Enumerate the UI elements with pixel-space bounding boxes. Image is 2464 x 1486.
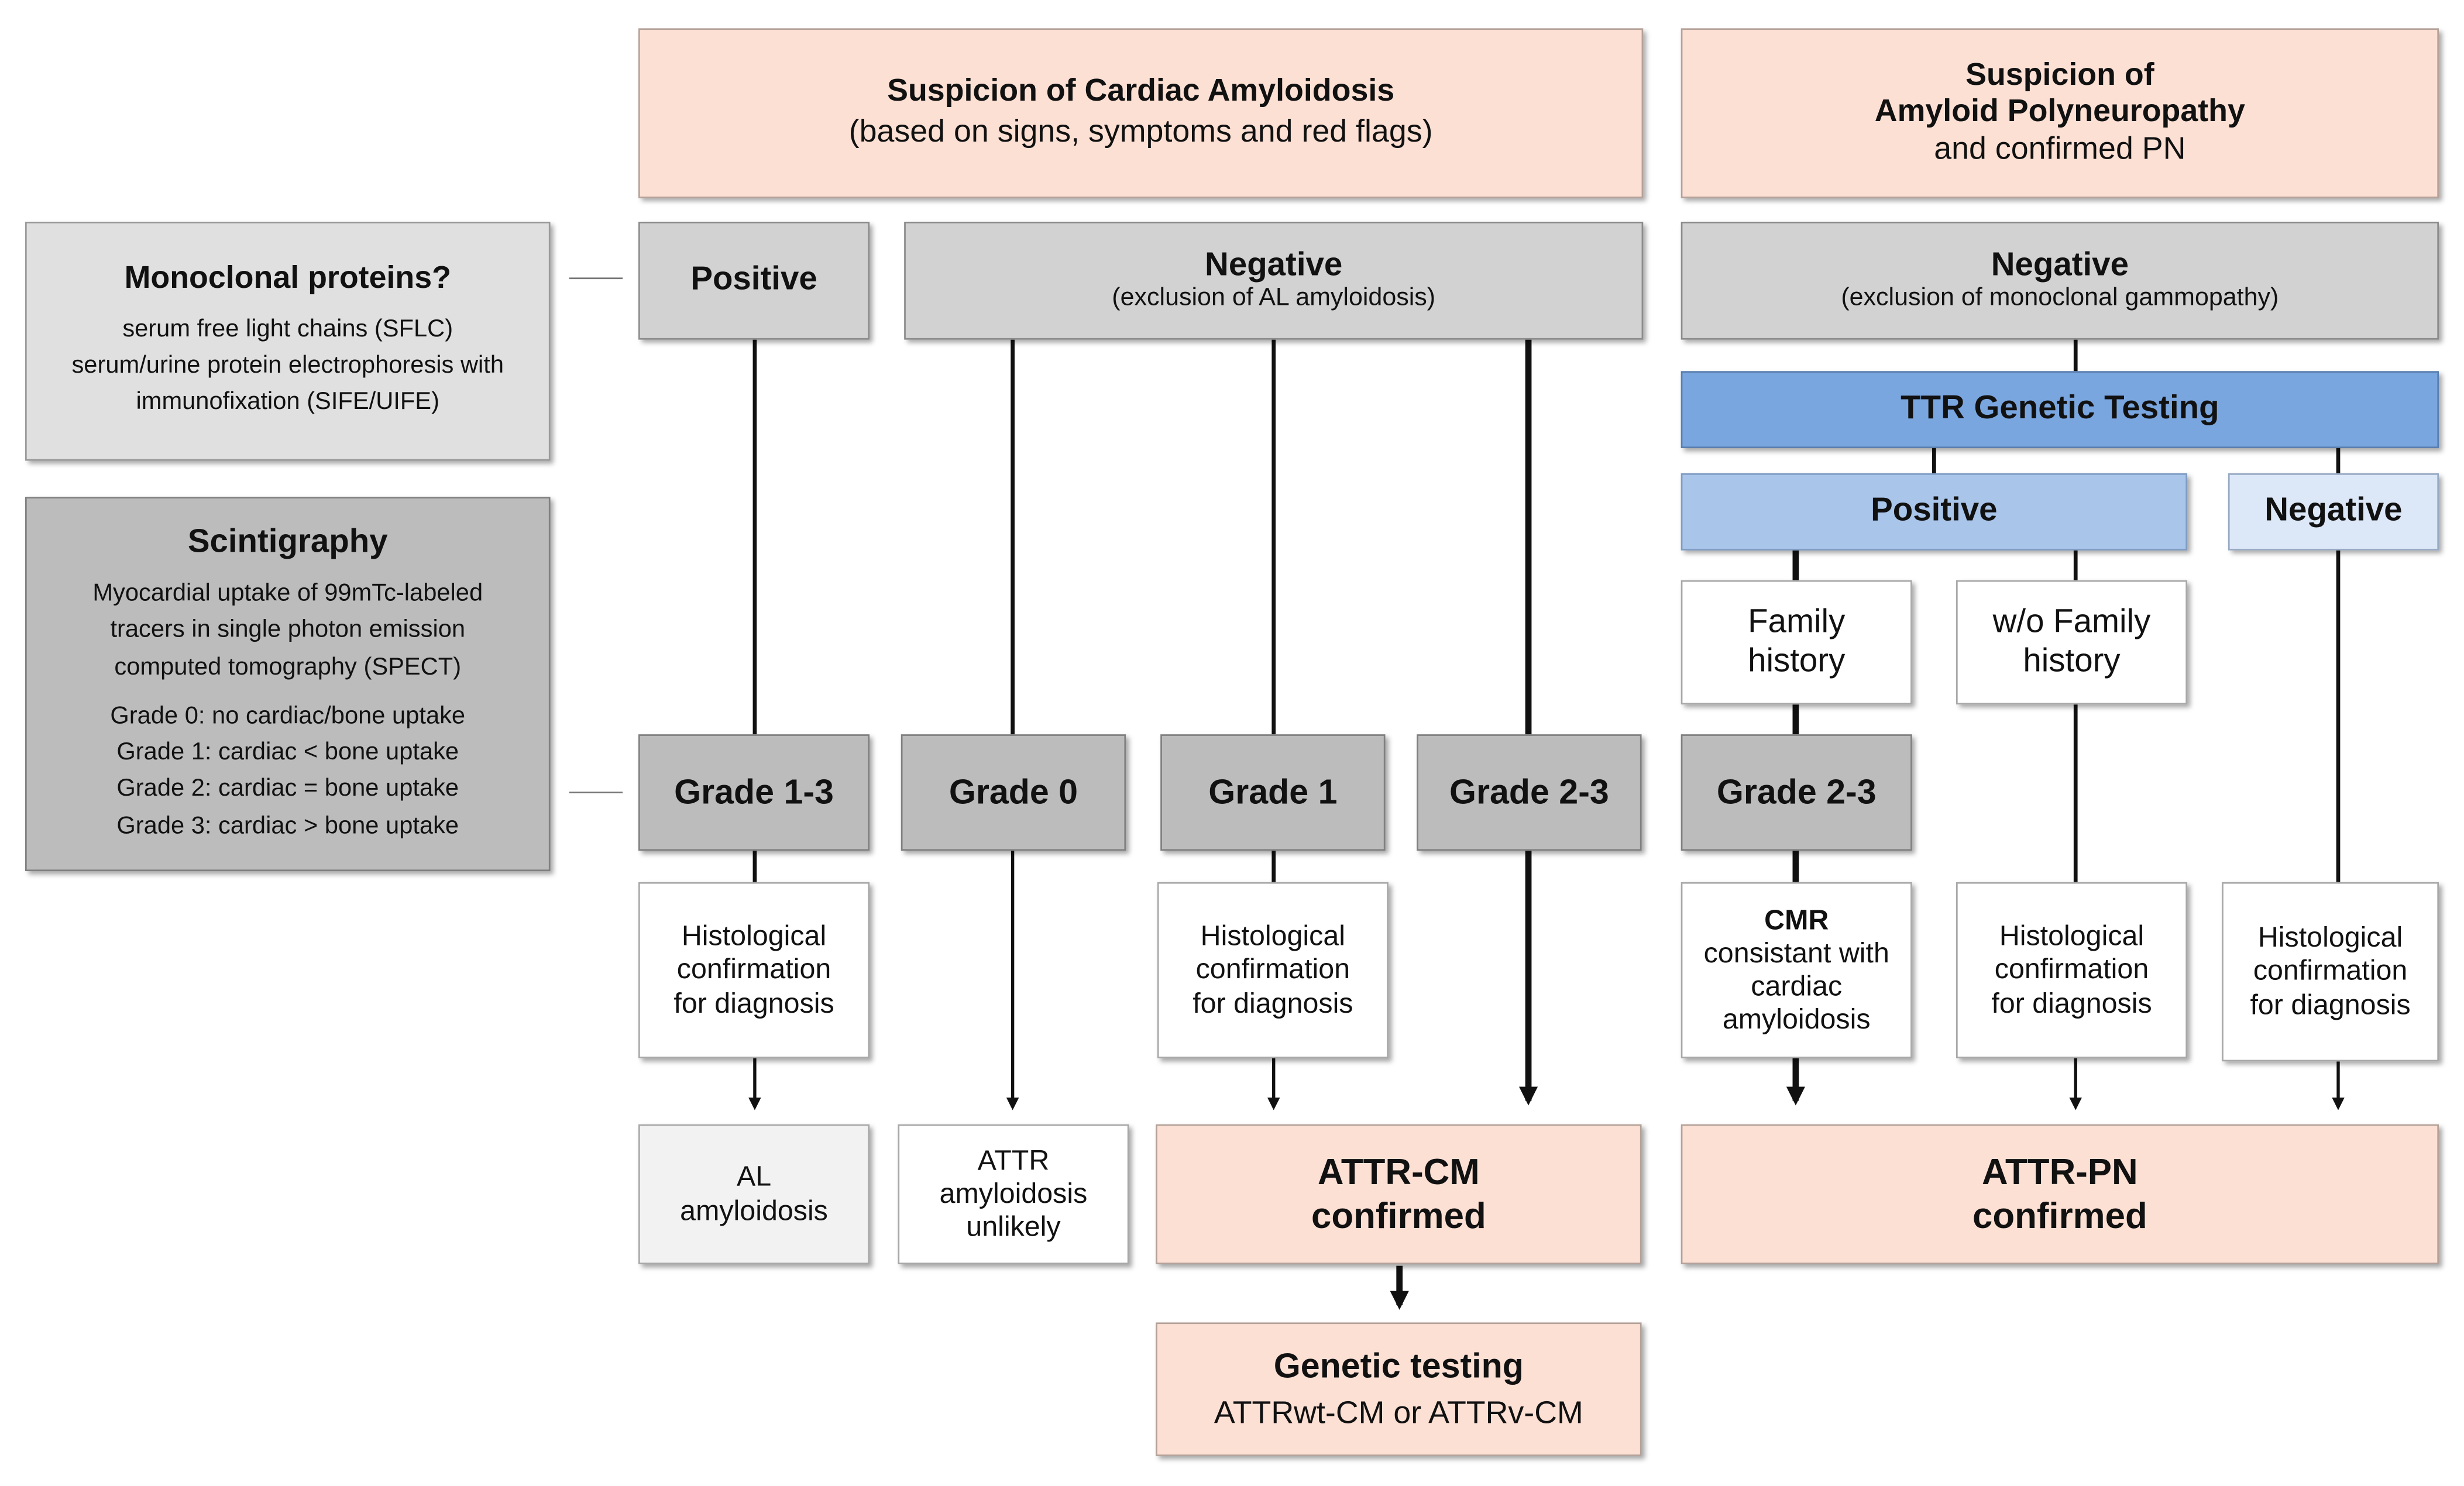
cmr-line: cardiac <box>1751 970 1843 1002</box>
cmr-box: CMR consistant with cardiac amyloidosis <box>1681 882 1912 1058</box>
negative-gammopathy-title: Negative <box>1991 246 2129 283</box>
histological-confirmation-box: Histological confirmation for diagnosis <box>638 882 870 1058</box>
histological-confirmation-box: Histological confirmation for diagnosis <box>2222 882 2439 1062</box>
monoclonal-box: Monoclonal proteins? serum free light ch… <box>25 221 551 461</box>
scintigraphy-title: Scintigraphy <box>187 524 388 560</box>
grade-1-3-box: Grade 1-3 <box>638 734 870 851</box>
suspicion-cardiac-title: Suspicion of Cardiac Amyloidosis <box>887 74 1395 109</box>
cmr-line: consistant with <box>1703 937 1889 969</box>
monoclonal-line: serum free light chains (SFLC) <box>122 316 453 343</box>
histo-line: for diagnosis <box>673 986 834 1019</box>
suspicion-pn-line2: Amyloid Polyneuropathy <box>1874 94 2245 129</box>
histo-line: Histological <box>681 920 827 952</box>
histo-line: Histological <box>1200 920 1346 952</box>
cmr-line: amyloidosis <box>1722 1003 1871 1036</box>
grade-1-box: Grade 1 <box>1160 734 1386 851</box>
histo-line: for diagnosis <box>1991 986 2152 1019</box>
monoclonal-line: serum/urine protein electrophoresis with <box>71 352 504 380</box>
al-amyloidosis-box: AL amyloidosis <box>638 1124 870 1264</box>
negative-gammopathy-box: Negative (exclusion of monoclonal gammop… <box>1681 221 2439 340</box>
cmr-title: CMR <box>1764 903 1829 935</box>
histo-line: confirmation <box>1195 953 1350 985</box>
grade-definition: Grade 2: cardiac = bone uptake <box>116 775 459 803</box>
negative-al-title: Negative <box>1205 246 1343 283</box>
attr-unlikely-line: unlikely <box>966 1210 1061 1243</box>
histo-line: confirmation <box>1994 953 2149 985</box>
grade-0-box: Grade 0 <box>901 734 1126 851</box>
suspicion-cardiac-box: Suspicion of Cardiac Amyloidosis (based … <box>638 28 1644 198</box>
negative-al-subtitle: (exclusion of AL amyloidosis) <box>1112 285 1436 312</box>
al-line: amyloidosis <box>680 1194 828 1226</box>
attr-pn-line: ATTR-PN <box>1982 1151 2138 1193</box>
histo-line: confirmation <box>2253 955 2408 987</box>
ttr-negative-box: Negative <box>2228 473 2439 551</box>
scintigraphy-grades: Grade 0: no cardiac/bone uptake Grade 1:… <box>110 698 465 844</box>
scintigraphy-line: tracers in single photon emission <box>110 617 466 644</box>
no-family-history-line: history <box>2023 642 2121 679</box>
suspicion-pn-box: Suspicion of Amyloid Polyneuropathy and … <box>1681 28 2439 198</box>
scintigraphy-line: computed tomography (SPECT) <box>114 653 462 680</box>
ttr-positive-box: Positive <box>1681 473 2188 551</box>
suspicion-pn-line3: and confirmed PN <box>1934 132 2186 167</box>
grade-definition: Grade 0: no cardiac/bone uptake <box>110 702 466 730</box>
grade-definition: Grade 3: cardiac > bone uptake <box>116 812 459 839</box>
histo-line: Histological <box>1999 920 2145 952</box>
genetic-testing-box: Genetic testing ATTRwt-CM or ATTRv-CM <box>1156 1322 1642 1456</box>
attr-cm-line: confirmed <box>1311 1194 1486 1236</box>
attr-pn-confirmed-box: ATTR-PN confirmed <box>1681 1124 2439 1264</box>
no-family-history-line: w/o Family <box>1992 603 2151 640</box>
suspicion-pn-line1: Suspicion of <box>1965 57 2154 92</box>
negative-al-box: Negative (exclusion of AL amyloidosis) <box>904 221 1644 340</box>
histological-confirmation-box: Histological confirmation for diagnosis <box>1157 882 1389 1058</box>
attr-unlikely-line: amyloidosis <box>939 1177 1088 1209</box>
family-history-line: Family <box>1748 603 1846 640</box>
negative-gammopathy-subtitle: (exclusion of monoclonal gammopathy) <box>1841 285 2279 312</box>
genetic-testing-subtitle: ATTRwt-CM or ATTRv-CM <box>1214 1395 1583 1431</box>
family-history-box: Family history <box>1681 580 1912 705</box>
histo-line: confirmation <box>676 953 831 985</box>
scintigraphy-box: Scintigraphy Myocardial uptake of 99mTc-… <box>25 497 551 872</box>
attr-unlikely-box: ATTR amyloidosis unlikely <box>898 1124 1129 1264</box>
histo-line: for diagnosis <box>1193 986 1353 1019</box>
family-history-line: history <box>1748 642 1846 679</box>
grade-2-3-box: Grade 2-3 <box>1417 734 1642 851</box>
al-line: AL <box>736 1161 772 1193</box>
monoclonal-text: serum free light chains (SFLC) serum/uri… <box>71 311 504 421</box>
genetic-testing-title: Genetic testing <box>1273 1346 1524 1385</box>
grade-definition: Grade 1: cardiac < bone uptake <box>116 739 459 766</box>
attr-cm-line: ATTR-CM <box>1317 1151 1480 1193</box>
histological-confirmation-box: Histological confirmation for diagnosis <box>1956 882 2188 1058</box>
no-family-history-box: w/o Family history <box>1956 580 2188 705</box>
histo-line: Histological <box>2257 921 2403 954</box>
ttr-genetic-testing-box: TTR Genetic Testing <box>1681 371 2439 449</box>
monoclonal-title: Monoclonal proteins? <box>124 262 451 297</box>
suspicion-cardiac-subtitle: (based on signs, symptoms and red flags) <box>848 115 1433 150</box>
attr-pn-line: confirmed <box>1972 1194 2147 1236</box>
monoclonal-line: immunofixation (SIFE/UIFE) <box>136 389 439 416</box>
monoclonal-positive-box: Positive <box>638 221 870 340</box>
attr-unlikely-line: ATTR <box>977 1144 1050 1176</box>
scintigraphy-line: Myocardial uptake of 99mTc-labeled <box>92 580 483 607</box>
grade-2-3-pn-box: Grade 2-3 <box>1681 734 1912 851</box>
histo-line: for diagnosis <box>2250 988 2411 1020</box>
attr-cm-confirmed-box: ATTR-CM confirmed <box>1156 1124 1642 1264</box>
scintigraphy-text: Myocardial uptake of 99mTc-labeled trace… <box>92 576 483 685</box>
